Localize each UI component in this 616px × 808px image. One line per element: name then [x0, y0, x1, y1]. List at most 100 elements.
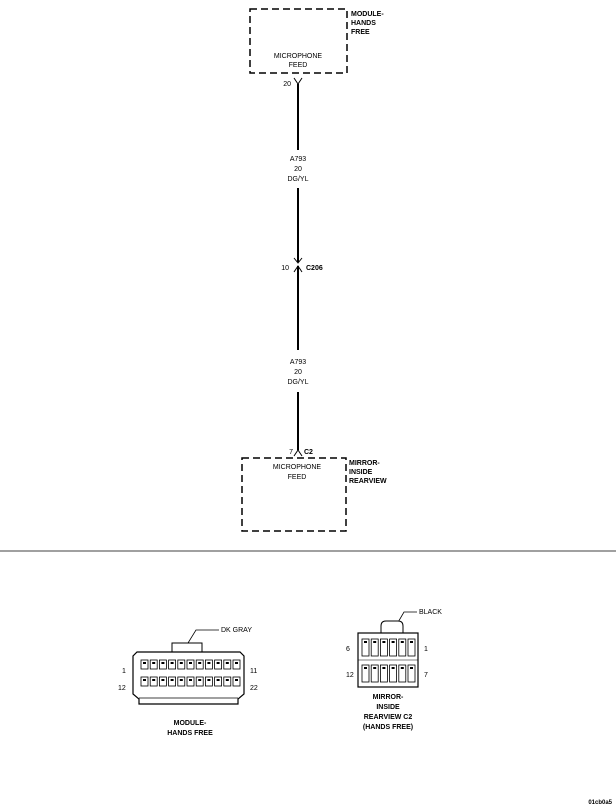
hands-free-bottom-cavity-7: [195, 676, 204, 687]
hands-free-callout-leader: [187, 629, 219, 644]
mirror-pin-6: 6: [346, 646, 350, 653]
hands-free-bottom-cavity-5: [177, 676, 186, 687]
mirror-module: 7 C2 MICROPHONE FEED MIRROR- INSIDE REAR…: [241, 449, 387, 532]
wire-label-upper-gauge: 20: [294, 166, 302, 173]
hands-free-top-cavity-latch-7: [198, 662, 202, 664]
c206-connector-name: C206: [306, 265, 323, 272]
hands-free-bottom-cavity-6: [186, 676, 195, 687]
mirror-latch: [380, 620, 404, 634]
hands-free-pin-row-bottom: [140, 676, 241, 687]
mirror-top-cavity-latch-4: [391, 641, 395, 643]
hands-free-color-callout: DK GRAY: [221, 627, 252, 634]
hands-free-caption-line-2: HANDS FREE: [167, 730, 213, 737]
mirror-caption-line-4: (HANDS FREE): [363, 724, 413, 731]
hands-free-bottom-cavity-latch-9: [216, 679, 220, 681]
mirror-connector-pin: 7: [289, 449, 293, 456]
hands-free-top-cavity-latch-3: [161, 662, 165, 664]
mirror-bottom-cavity-latch-3: [382, 667, 386, 669]
hands-free-module-name-line-1: MODULE-: [351, 11, 384, 18]
hands-free-pin-number: 20: [283, 81, 291, 88]
hands-free-bottom-cavity-10: [223, 676, 232, 687]
hands-free-bottom-cavity-latch-8: [207, 679, 211, 681]
hands-free-top-cavity-4: [168, 659, 177, 670]
mirror-top-cavity-latch-6: [410, 641, 413, 643]
mirror-top-cavity-5: [398, 638, 407, 657]
connector-view-hands-free: DK GRAY 1 11 12 22 MODULE- HANDS FREE: [118, 627, 258, 737]
hands-free-top-cavity-3: [158, 659, 167, 670]
mirror-pin-row-top: [361, 638, 416, 657]
hands-free-bottom-cavity-2: [149, 676, 158, 687]
mirror-pin-7: 7: [424, 672, 428, 679]
mirror-pin-label-line-1: MICROPHONE: [273, 464, 322, 471]
wire-label-upper-circuit: A793: [290, 156, 306, 163]
mirror-bottom-cavity-latch-2: [373, 667, 377, 669]
hands-free-caption-line-1: MODULE-: [174, 720, 207, 727]
mirror-top-cavity-latch-3: [382, 641, 386, 643]
hands-free-top-cavity-6: [186, 659, 195, 670]
hands-free-top-cavity-9: [214, 659, 223, 670]
hands-free-bottom-cavity-1: [140, 676, 149, 687]
hands-free-pin-label-line-2: FEED: [289, 62, 308, 69]
hands-free-pin-1: 1: [122, 668, 126, 675]
mirror-bottom-cavity-latch-4: [391, 667, 395, 669]
hands-free-top-cavity-10: [223, 659, 232, 670]
hands-free-pin-11: 11: [250, 668, 257, 675]
hands-free-top-cavity-latch-11: [235, 662, 238, 664]
mirror-bottom-cavity-3: [379, 664, 388, 683]
mirror-caption-line-3: REARVIEW C2: [364, 714, 413, 721]
mirror-pin-label-line-2: FEED: [288, 474, 307, 481]
hands-free-module: MODULE- HANDS FREE MICROPHONE FEED 20: [249, 8, 384, 88]
mirror-terminal-symbol: [293, 449, 303, 457]
mirror-pin-12: 12: [346, 672, 354, 679]
mirror-top-cavity-2: [370, 638, 379, 657]
mirror-top-cavity-3: [379, 638, 388, 657]
hands-free-bottom-cavity-latch-6: [189, 679, 192, 681]
inline-connector-c206: 10 C206: [281, 257, 323, 273]
mirror-top-cavity-6: [407, 638, 416, 657]
hands-free-top-cavity-1: [140, 659, 149, 670]
mirror-caption-line-2: INSIDE: [376, 704, 400, 711]
hands-free-top-cavity-5: [177, 659, 186, 670]
hands-free-bottom-cavity-11: [232, 676, 241, 687]
wire-label-upper-color: DG/YL: [287, 176, 308, 183]
hands-free-top-cavity-7: [195, 659, 204, 670]
hands-free-top-cavity-latch-1: [143, 662, 146, 664]
hands-free-module-name-line-2: HANDS: [351, 20, 376, 27]
wire-label-upper: A793 20 DG/YL: [287, 156, 308, 183]
hands-free-pin-label-line-1: MICROPHONE: [274, 53, 323, 60]
mirror-bottom-cavity-1: [361, 664, 370, 683]
mirror-bottom-cavity-2: [370, 664, 379, 683]
mirror-pin-1: 1: [424, 646, 428, 653]
hands-free-top-cavity-8: [204, 659, 213, 670]
hands-free-bottom-cavity-latch-10: [225, 679, 229, 681]
wire-label-lower: A793 20 DG/YL: [287, 359, 308, 386]
mirror-bottom-cavity-5: [398, 664, 407, 683]
c206-pin-number: 10: [281, 265, 289, 272]
hands-free-pin-row-top: [140, 659, 241, 670]
mirror-top-cavity-latch-2: [373, 641, 377, 643]
hands-free-module-name-line-3: FREE: [351, 29, 370, 36]
hands-free-top-cavity-latch-8: [207, 662, 211, 664]
mirror-bottom-cavity-latch-1: [364, 667, 367, 669]
mirror-caption-line-1: MIRROR-: [373, 694, 404, 701]
mirror-top-cavity-latch-5: [400, 641, 404, 643]
mirror-connector-name: C2: [304, 449, 313, 456]
hands-free-bottom-cavity-latch-3: [161, 679, 165, 681]
mirror-top-cavity-4: [389, 638, 398, 657]
mirror-bottom-cavity-4: [389, 664, 398, 683]
hands-free-bottom-cavity-latch-2: [152, 679, 156, 681]
wire-label-lower-color: DG/YL: [287, 379, 308, 386]
mirror-callout-leader: [396, 611, 417, 625]
mirror-module-name-line-1: MIRROR-: [349, 460, 380, 467]
mirror-module-name-line-3: REARVIEW: [349, 478, 387, 485]
hands-free-top-cavity-latch-6: [189, 662, 192, 664]
hands-free-bottom-cavity-9: [214, 676, 223, 687]
mirror-pin-row-bottom: [361, 664, 416, 683]
mirror-bottom-cavity-latch-5: [400, 667, 404, 669]
connector-view-mirror-c2: BLACK 6 1 12 7 MIRROR- INSIDE REARVIEW C…: [346, 609, 442, 731]
hands-free-bottom-cavity-3: [158, 676, 167, 687]
hands-free-top-cavity-11: [232, 659, 241, 670]
hands-free-bottom-cavity-latch-11: [235, 679, 238, 681]
hands-free-top-cavity-latch-10: [225, 662, 229, 664]
